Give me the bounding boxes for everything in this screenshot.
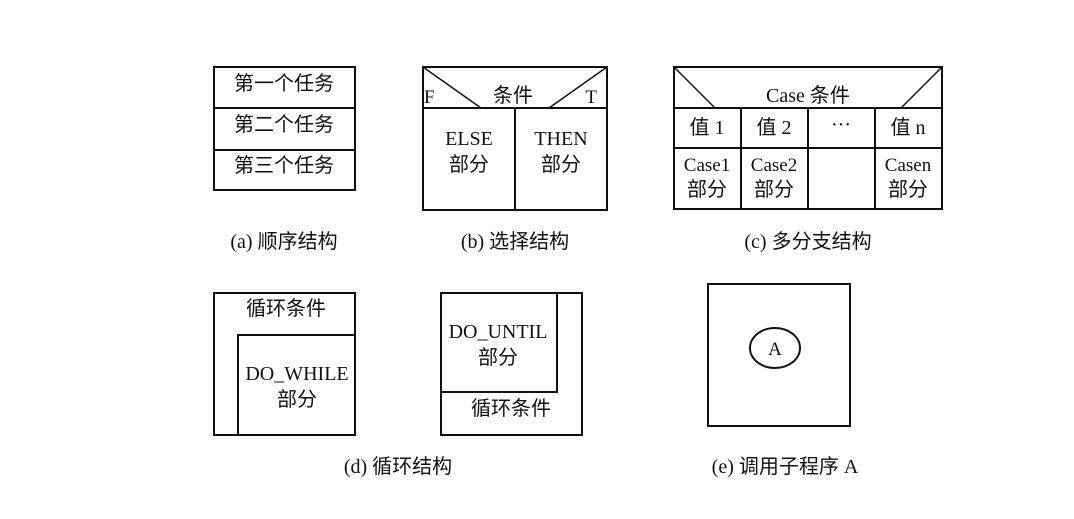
selection-else-text: 部分	[449, 153, 489, 176]
multibranch-value: ···	[831, 114, 851, 136]
caption-multibranch: (c) 多分支结构	[744, 230, 871, 253]
while-body-border	[237, 334, 355, 435]
multibranch-structure: Case 条件 值 1 值 2 ··· 值 n Case1 部分 Case2 部…	[673, 66, 943, 253]
multibranch-case-text: 部分	[687, 178, 727, 201]
caption-selection: (b) 选择结构	[461, 230, 569, 253]
loop-structure: 循环条件 DO_WHILE 部分 DO_UNTIL 部分 循环条件 (d) 循环…	[213, 292, 583, 478]
subroutine-label: A	[768, 339, 782, 360]
sequence-task: 第三个任务	[234, 154, 334, 177]
multibranch-value: 值 2	[757, 116, 792, 139]
while-outer-box	[213, 292, 356, 436]
sequence-task: 第一个任务	[234, 72, 334, 95]
subroutine-outer-box	[707, 283, 851, 427]
multibranch-value: 值 1	[690, 116, 725, 139]
until-body-text: 部分	[478, 346, 518, 369]
selection-else-text: ELSE	[445, 128, 493, 150]
while-condition: 循环条件	[246, 297, 326, 320]
multibranch-case-text: Case2	[751, 155, 797, 176]
selection-condition: 条件	[493, 84, 533, 107]
subroutine-structure: A (e) 调用子程序 A	[707, 283, 859, 478]
multibranch-case-text: Casen	[885, 155, 932, 176]
selection-then-text: 部分	[541, 153, 581, 176]
selection-left-diagonal	[422, 66, 482, 109]
until-condition: 循环条件	[471, 397, 551, 420]
subroutine-ellipse	[749, 327, 801, 369]
until-outer-box	[440, 292, 583, 436]
sequence-structure: 第一个任务 第二个任务 第三个任务 (a) 顺序结构	[213, 66, 356, 253]
while-body-text: DO_WHILE	[245, 363, 348, 385]
sequence-outer-box	[213, 66, 356, 191]
selection-structure: F 条件 T ELSE 部分 THEN 部分 (b) 选择结构	[422, 66, 608, 253]
caption-sequence: (a) 顺序结构	[230, 230, 337, 253]
until-body-border	[441, 293, 558, 393]
selection-false-label: F	[424, 87, 435, 108]
multibranch-case-text: 部分	[754, 178, 794, 201]
caption-subroutine: (e) 调用子程序 A	[712, 455, 859, 478]
selection-then-text: THEN	[534, 128, 587, 150]
multibranch-case-text: 部分	[888, 178, 928, 201]
multibranch-right-diagonal	[900, 66, 943, 109]
multibranch-value: 值 n	[891, 116, 926, 139]
while-body-text: 部分	[277, 388, 317, 411]
until-body-text: DO_UNTIL	[449, 321, 548, 343]
selection-true-label: T	[585, 87, 597, 108]
multibranch-case-text: Case1	[684, 155, 730, 176]
multibranch-condition: Case 条件	[766, 84, 850, 107]
caption-loop: (d) 循环结构	[344, 455, 452, 478]
selection-right-diagonal	[548, 66, 608, 109]
sequence-task: 第二个任务	[234, 113, 334, 136]
multibranch-left-diagonal	[673, 66, 716, 109]
